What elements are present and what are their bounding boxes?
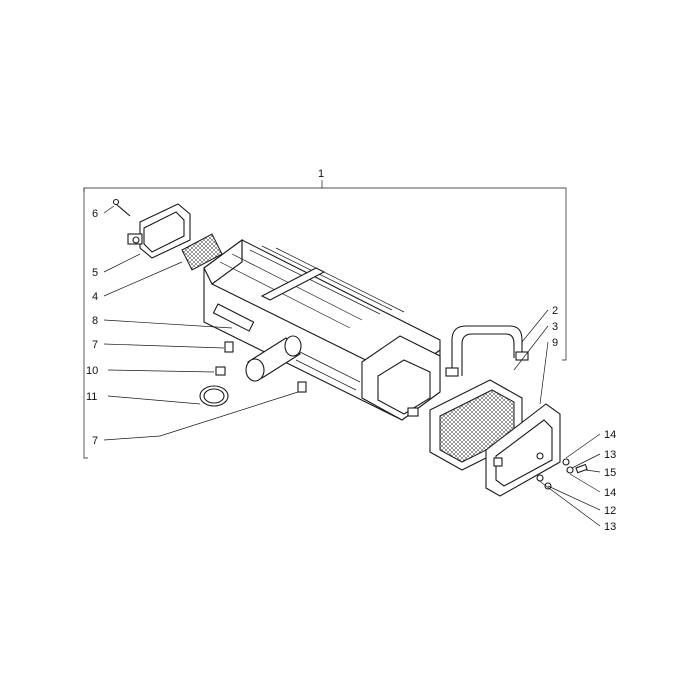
top-cover-assembly <box>112 198 191 259</box>
callout-11: 11 <box>86 391 97 403</box>
callout-14-lower: 14 <box>604 487 616 499</box>
callout-labels: 1 6 5 4 8 7 10 11 7 2 3 9 14 13 15 14 12… <box>86 168 616 533</box>
callout-6: 6 <box>92 208 98 220</box>
assembly-bracket <box>83 180 567 459</box>
callout-7-lower: 7 <box>92 435 98 447</box>
filter-mesh <box>181 233 223 271</box>
callout-5: 5 <box>92 267 98 279</box>
callout-7-upper: 7 <box>92 339 98 351</box>
callout-14-upper: 14 <box>604 429 616 441</box>
right-cover <box>485 403 561 497</box>
callout-10: 10 <box>86 365 98 377</box>
fasteners-right <box>536 458 588 490</box>
small-parts-left <box>199 335 307 407</box>
callout-9: 9 <box>552 337 558 349</box>
callout-4: 4 <box>92 291 98 303</box>
callout-15: 15 <box>604 467 616 479</box>
callout-3: 3 <box>552 321 558 333</box>
pipe-loop <box>445 325 529 377</box>
callout-12: 12 <box>604 505 616 517</box>
callout-2: 2 <box>552 305 558 317</box>
heater-housing <box>203 238 441 421</box>
callout-13-lower: 13 <box>604 521 616 533</box>
callout-13-upper: 13 <box>604 449 616 461</box>
callout-1: 1 <box>318 168 324 180</box>
leader-lines <box>103 205 601 527</box>
callout-8: 8 <box>92 315 98 327</box>
